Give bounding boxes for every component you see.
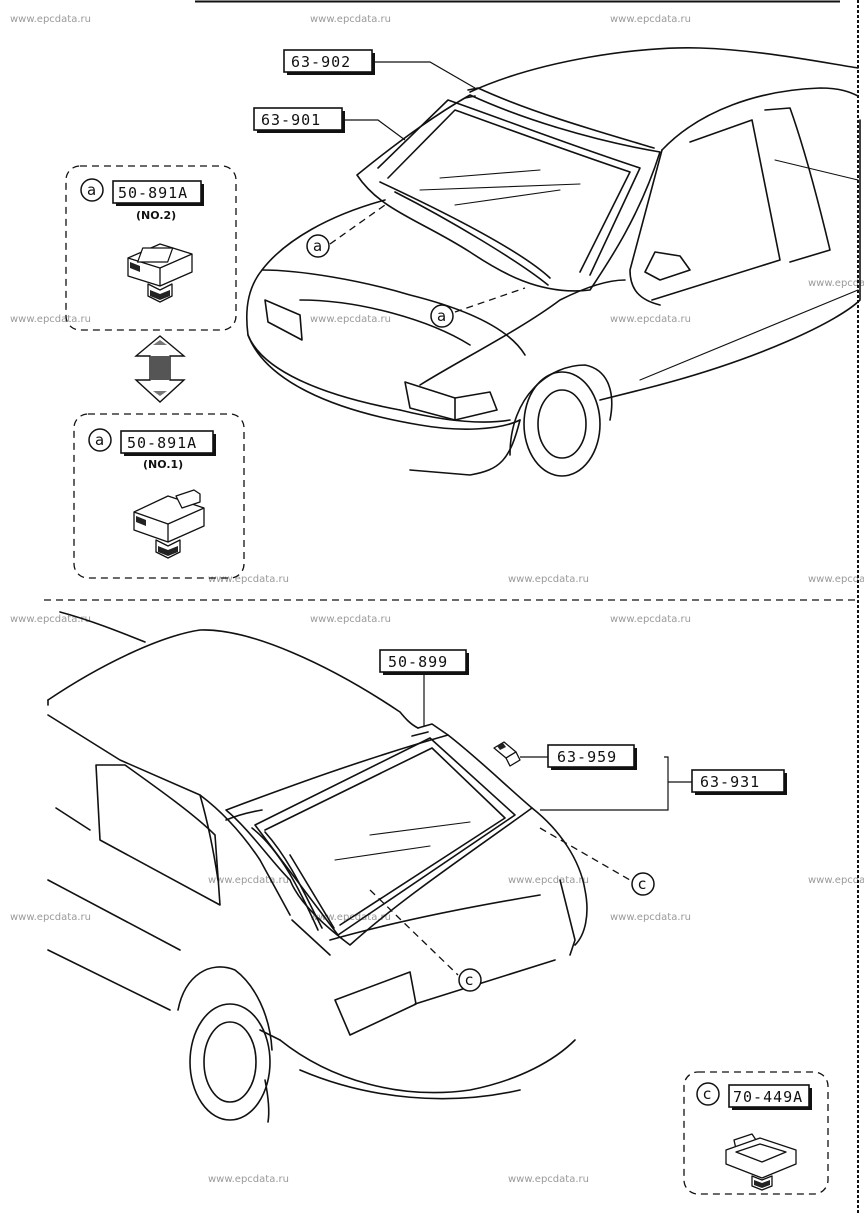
svg-text:a: a — [95, 431, 104, 449]
front-car-drawing — [245, 47, 861, 477]
watermark: www.epcdata.ru — [10, 14, 91, 25]
svg-text:63-931: 63-931 — [700, 773, 760, 791]
callout-a: a — [306, 234, 330, 258]
detail-box-fastener-no2: a 50-891A (NO.2) — [65, 165, 237, 331]
svg-text:50-891A: 50-891A — [118, 184, 188, 202]
watermark: www.epcdata.ru — [10, 314, 91, 325]
label-front-glass: 63-901 — [253, 107, 345, 133]
svg-text:(NO.2): (NO.2) — [136, 209, 176, 222]
watermark: www.epcdata.ru — [808, 574, 864, 585]
leader-rear-glass — [540, 756, 669, 811]
watermark: www.epcdata.ru — [610, 14, 691, 25]
label-rear-clip: 63-959 — [547, 744, 637, 770]
detail-box-fastener-no1: a 50-891A (NO.1) — [73, 413, 245, 579]
watermarks: www.epcdata.ru www.epcdata.ru www.epcdat… — [10, 14, 864, 1185]
svg-text:c: c — [638, 875, 646, 893]
svg-text:63-901: 63-901 — [261, 111, 321, 129]
leader-a-hood — [454, 287, 526, 313]
svg-text:(NO.1): (NO.1) — [143, 458, 183, 471]
watermark: www.epcdata.ru — [610, 314, 691, 325]
svg-text:63-902: 63-902 — [291, 53, 351, 71]
leader-a-top — [329, 204, 386, 245]
svg-text:c: c — [465, 971, 473, 989]
callout-c: c — [631, 872, 655, 896]
rear-car-drawing — [47, 611, 588, 1123]
watermark: www.epcdata.ru — [610, 912, 691, 923]
detail-box-rear-fastener: c 70-449A — [683, 1071, 829, 1195]
watermark: www.epcdata.ru — [310, 614, 391, 625]
fastener-no2-part — [127, 243, 193, 303]
svg-text:a: a — [437, 307, 446, 325]
fastener-no1-part — [133, 489, 205, 559]
callout-a: a — [430, 304, 454, 328]
svg-text:63-959: 63-959 — [557, 748, 617, 766]
watermark: www.epcdata.ru — [508, 1174, 589, 1185]
watermark: www.epcdata.ru — [208, 875, 289, 886]
leader-c-right — [539, 827, 631, 881]
watermark: www.epcdata.ru — [10, 614, 91, 625]
rear-clip-part — [493, 741, 521, 767]
watermark: www.epcdata.ru — [208, 574, 289, 585]
svg-text:a: a — [313, 237, 322, 255]
watermark: www.epcdata.ru — [808, 875, 864, 886]
watermark: www.epcdata.ru — [508, 875, 589, 886]
rear-fastener-part — [725, 1133, 797, 1191]
svg-text:c: c — [703, 1085, 711, 1103]
label-rear-molding: 50-899 — [379, 649, 469, 675]
svg-text:70-449A: 70-449A — [733, 1088, 803, 1106]
svg-text:a: a — [87, 181, 96, 199]
leader-c-bottom — [369, 889, 459, 976]
watermark: www.epcdata.ru — [508, 574, 589, 585]
watermark: www.epcdata.ru — [208, 1174, 289, 1185]
watermark: www.epcdata.ru — [310, 314, 391, 325]
leader-front-molding — [372, 61, 476, 89]
watermark: www.epcdata.ru — [808, 278, 864, 289]
watermark: www.epcdata.ru — [610, 614, 691, 625]
leader-front-glass — [342, 119, 406, 141]
label-rear-glass: 63-931 — [691, 769, 787, 795]
interchange-double-arrow-icon — [134, 335, 186, 403]
callout-c: c — [458, 968, 482, 992]
label-front-molding: 63-902 — [283, 49, 375, 75]
watermark: www.epcdata.ru — [310, 14, 391, 25]
svg-text:50-899: 50-899 — [388, 653, 448, 671]
svg-text:50-891A: 50-891A — [127, 434, 197, 452]
watermark: www.epcdata.ru — [10, 912, 91, 923]
